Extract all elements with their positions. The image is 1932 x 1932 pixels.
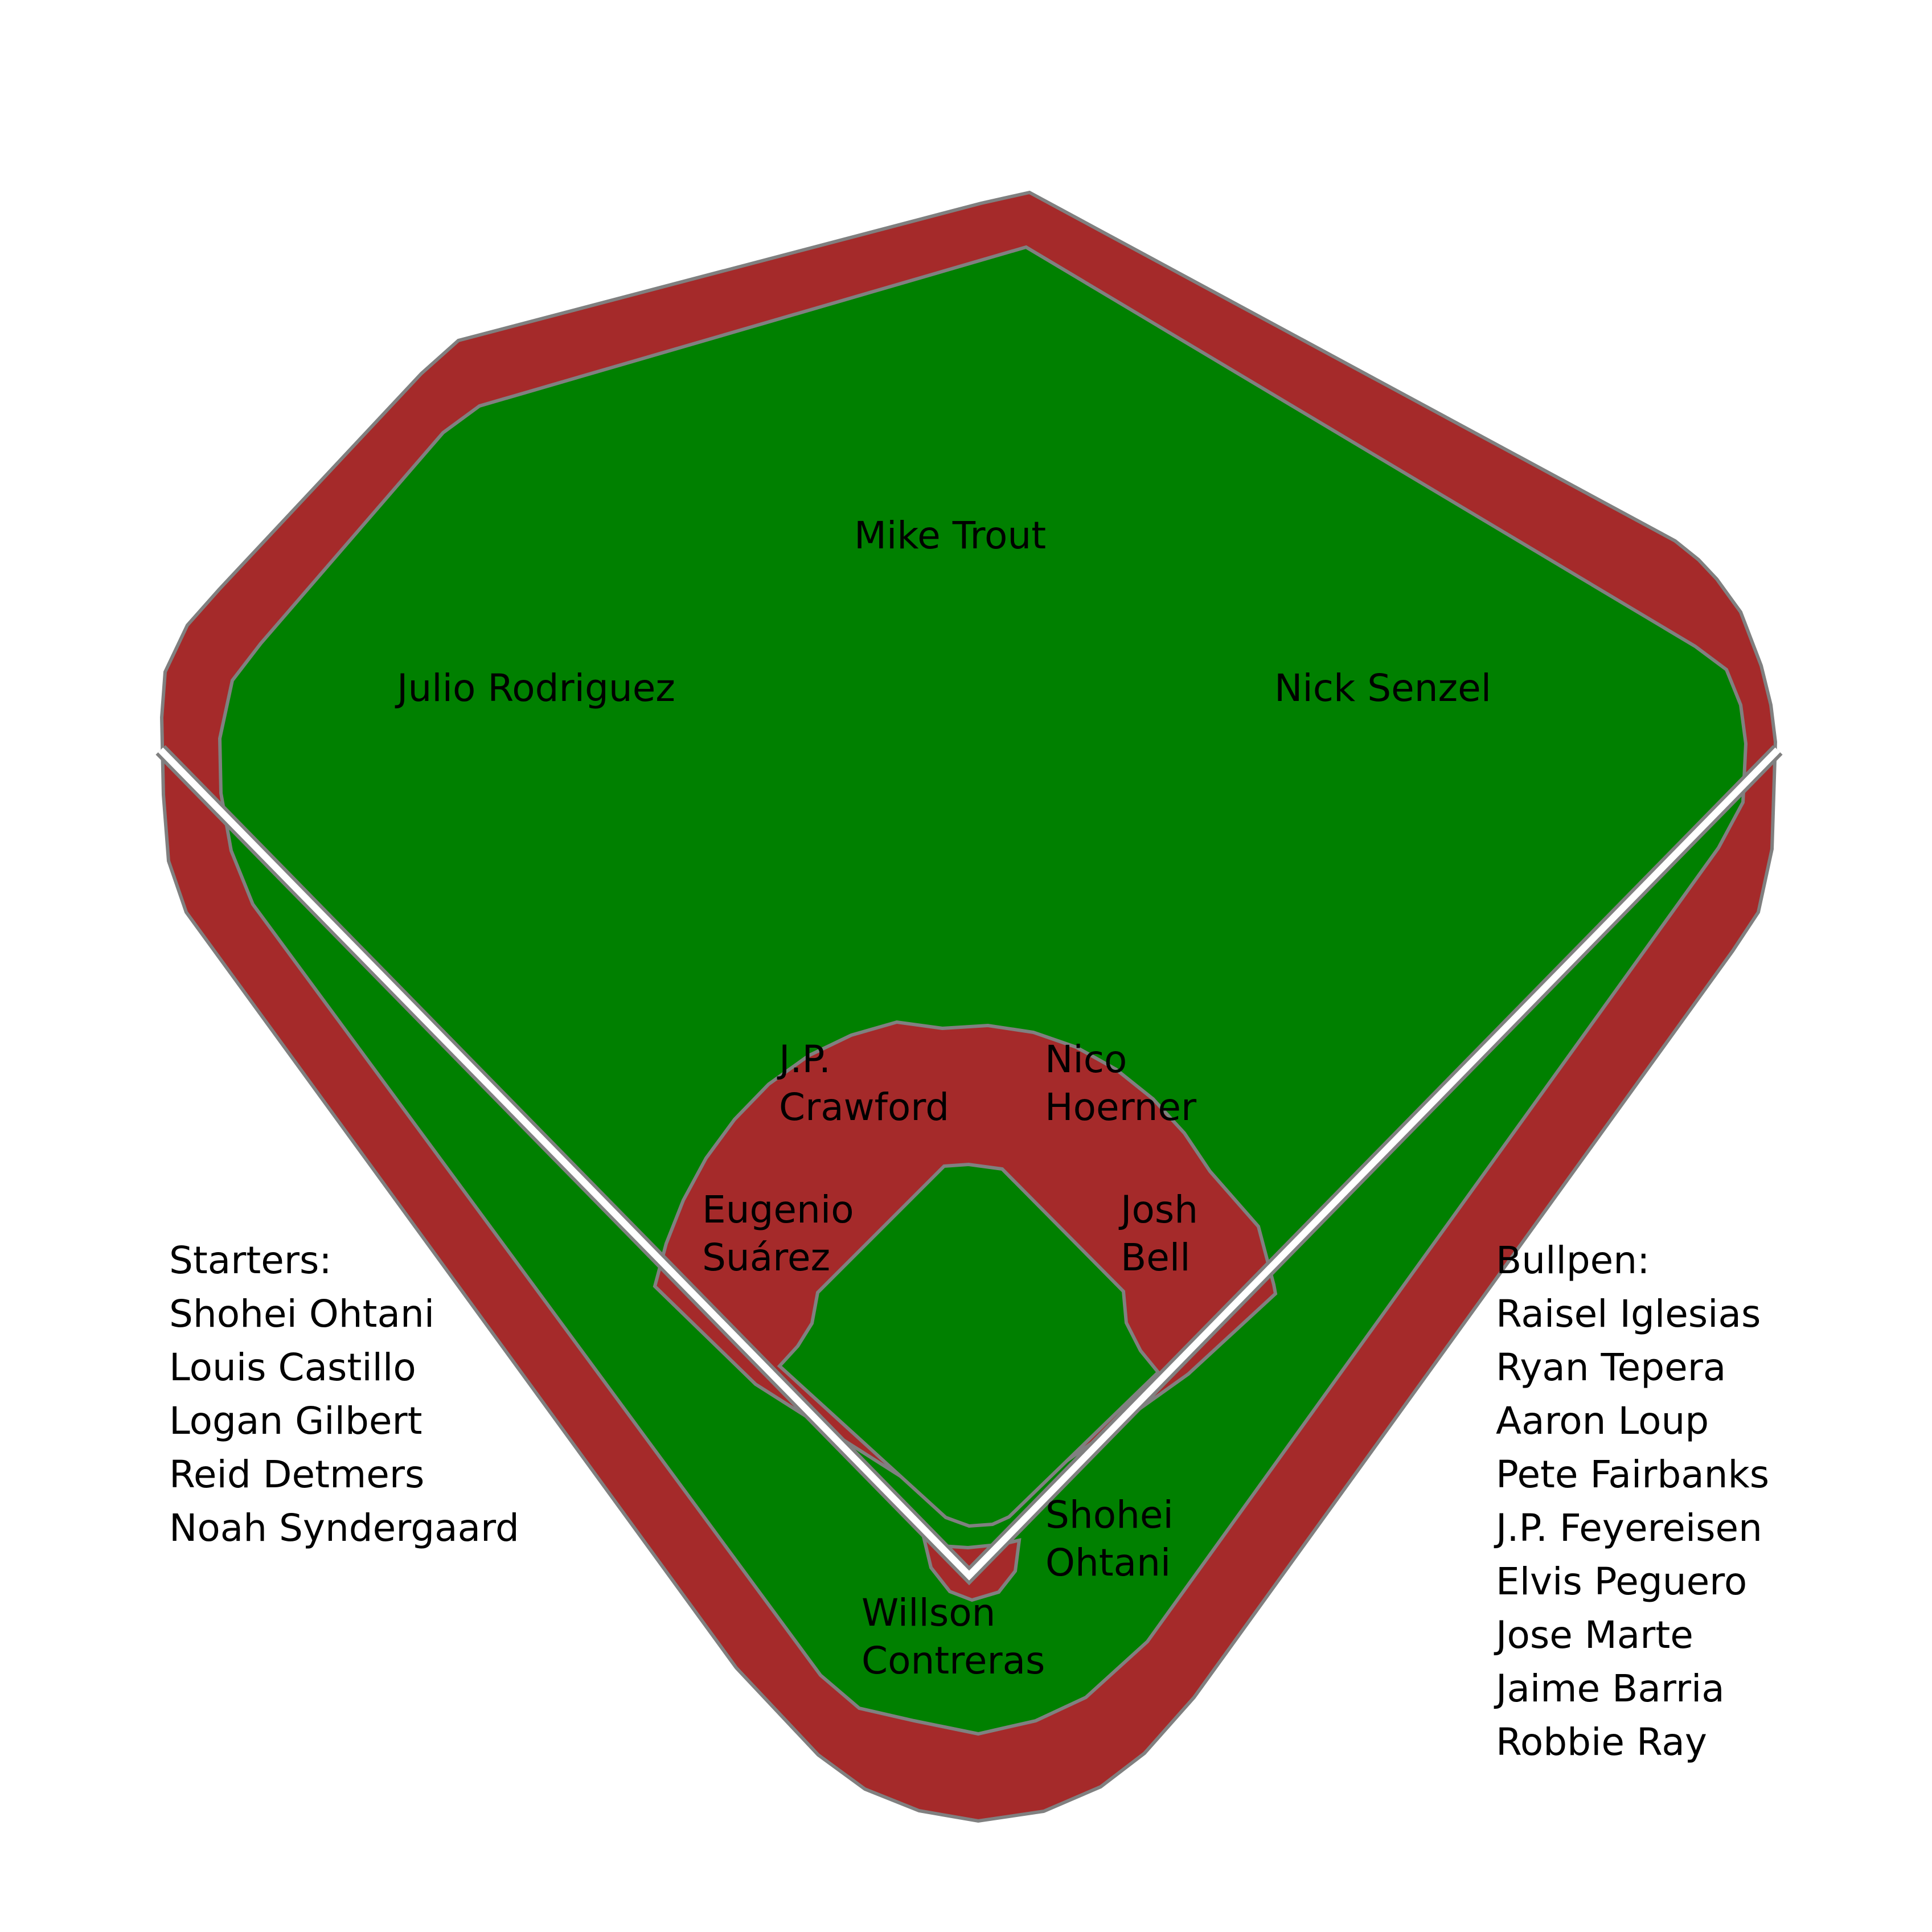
outfield-grass [218, 245, 1748, 1736]
starter-name: Noah Syndergaard [169, 1506, 519, 1550]
second-base-player: Nico Hoerner [1045, 1037, 1197, 1129]
bullpen-name: Ryan Tepera [1496, 1346, 1726, 1389]
starter-name: Louis Castillo [169, 1346, 416, 1389]
catcher-player: Willson Contreras [862, 1591, 1045, 1683]
bullpen-name: Pete Fairbanks [1496, 1453, 1769, 1496]
bullpen-name: J.P. Feyereisen [1494, 1506, 1762, 1550]
bullpen-name: Aaron Loup [1496, 1399, 1709, 1443]
right-field-player: Nick Senzel [1274, 666, 1491, 710]
bullpen-name: Elvis Peguero [1496, 1560, 1747, 1603]
starter-name: Shohei Ohtani [169, 1292, 434, 1336]
bullpen-name: Raisel Iglesias [1496, 1292, 1761, 1336]
bullpen-name: Jose Marte [1494, 1613, 1693, 1657]
third-base-player: Eugenio Suárez [702, 1188, 866, 1279]
starters-heading: Starters: [169, 1238, 332, 1282]
pitcher-player: Shohei Ohtani [1045, 1493, 1186, 1585]
left-field-player: Julio Rodriguez [395, 666, 675, 710]
bullpen-name: Jaime Barria [1494, 1667, 1725, 1711]
first-base-player: Josh Bell [1118, 1188, 1210, 1279]
bullpen-list: Bullpen: Raisel Iglesias Ryan Tepera Aar… [1494, 1238, 1769, 1764]
bullpen-name: Robbie Ray [1496, 1720, 1707, 1764]
starter-name: Reid Detmers [169, 1453, 424, 1496]
right-foul-line [158, 747, 1781, 1581]
starter-name: Logan Gilbert [169, 1399, 422, 1443]
starters-list: Starters: Shohei Ohtani Louis Castillo L… [169, 1238, 519, 1550]
infield-grass [777, 1162, 1161, 1528]
bullpen-heading: Bullpen: [1496, 1238, 1650, 1282]
shortstop-player: J.P. Crawford [777, 1037, 949, 1129]
center-field-player: Mike Trout [854, 514, 1046, 557]
